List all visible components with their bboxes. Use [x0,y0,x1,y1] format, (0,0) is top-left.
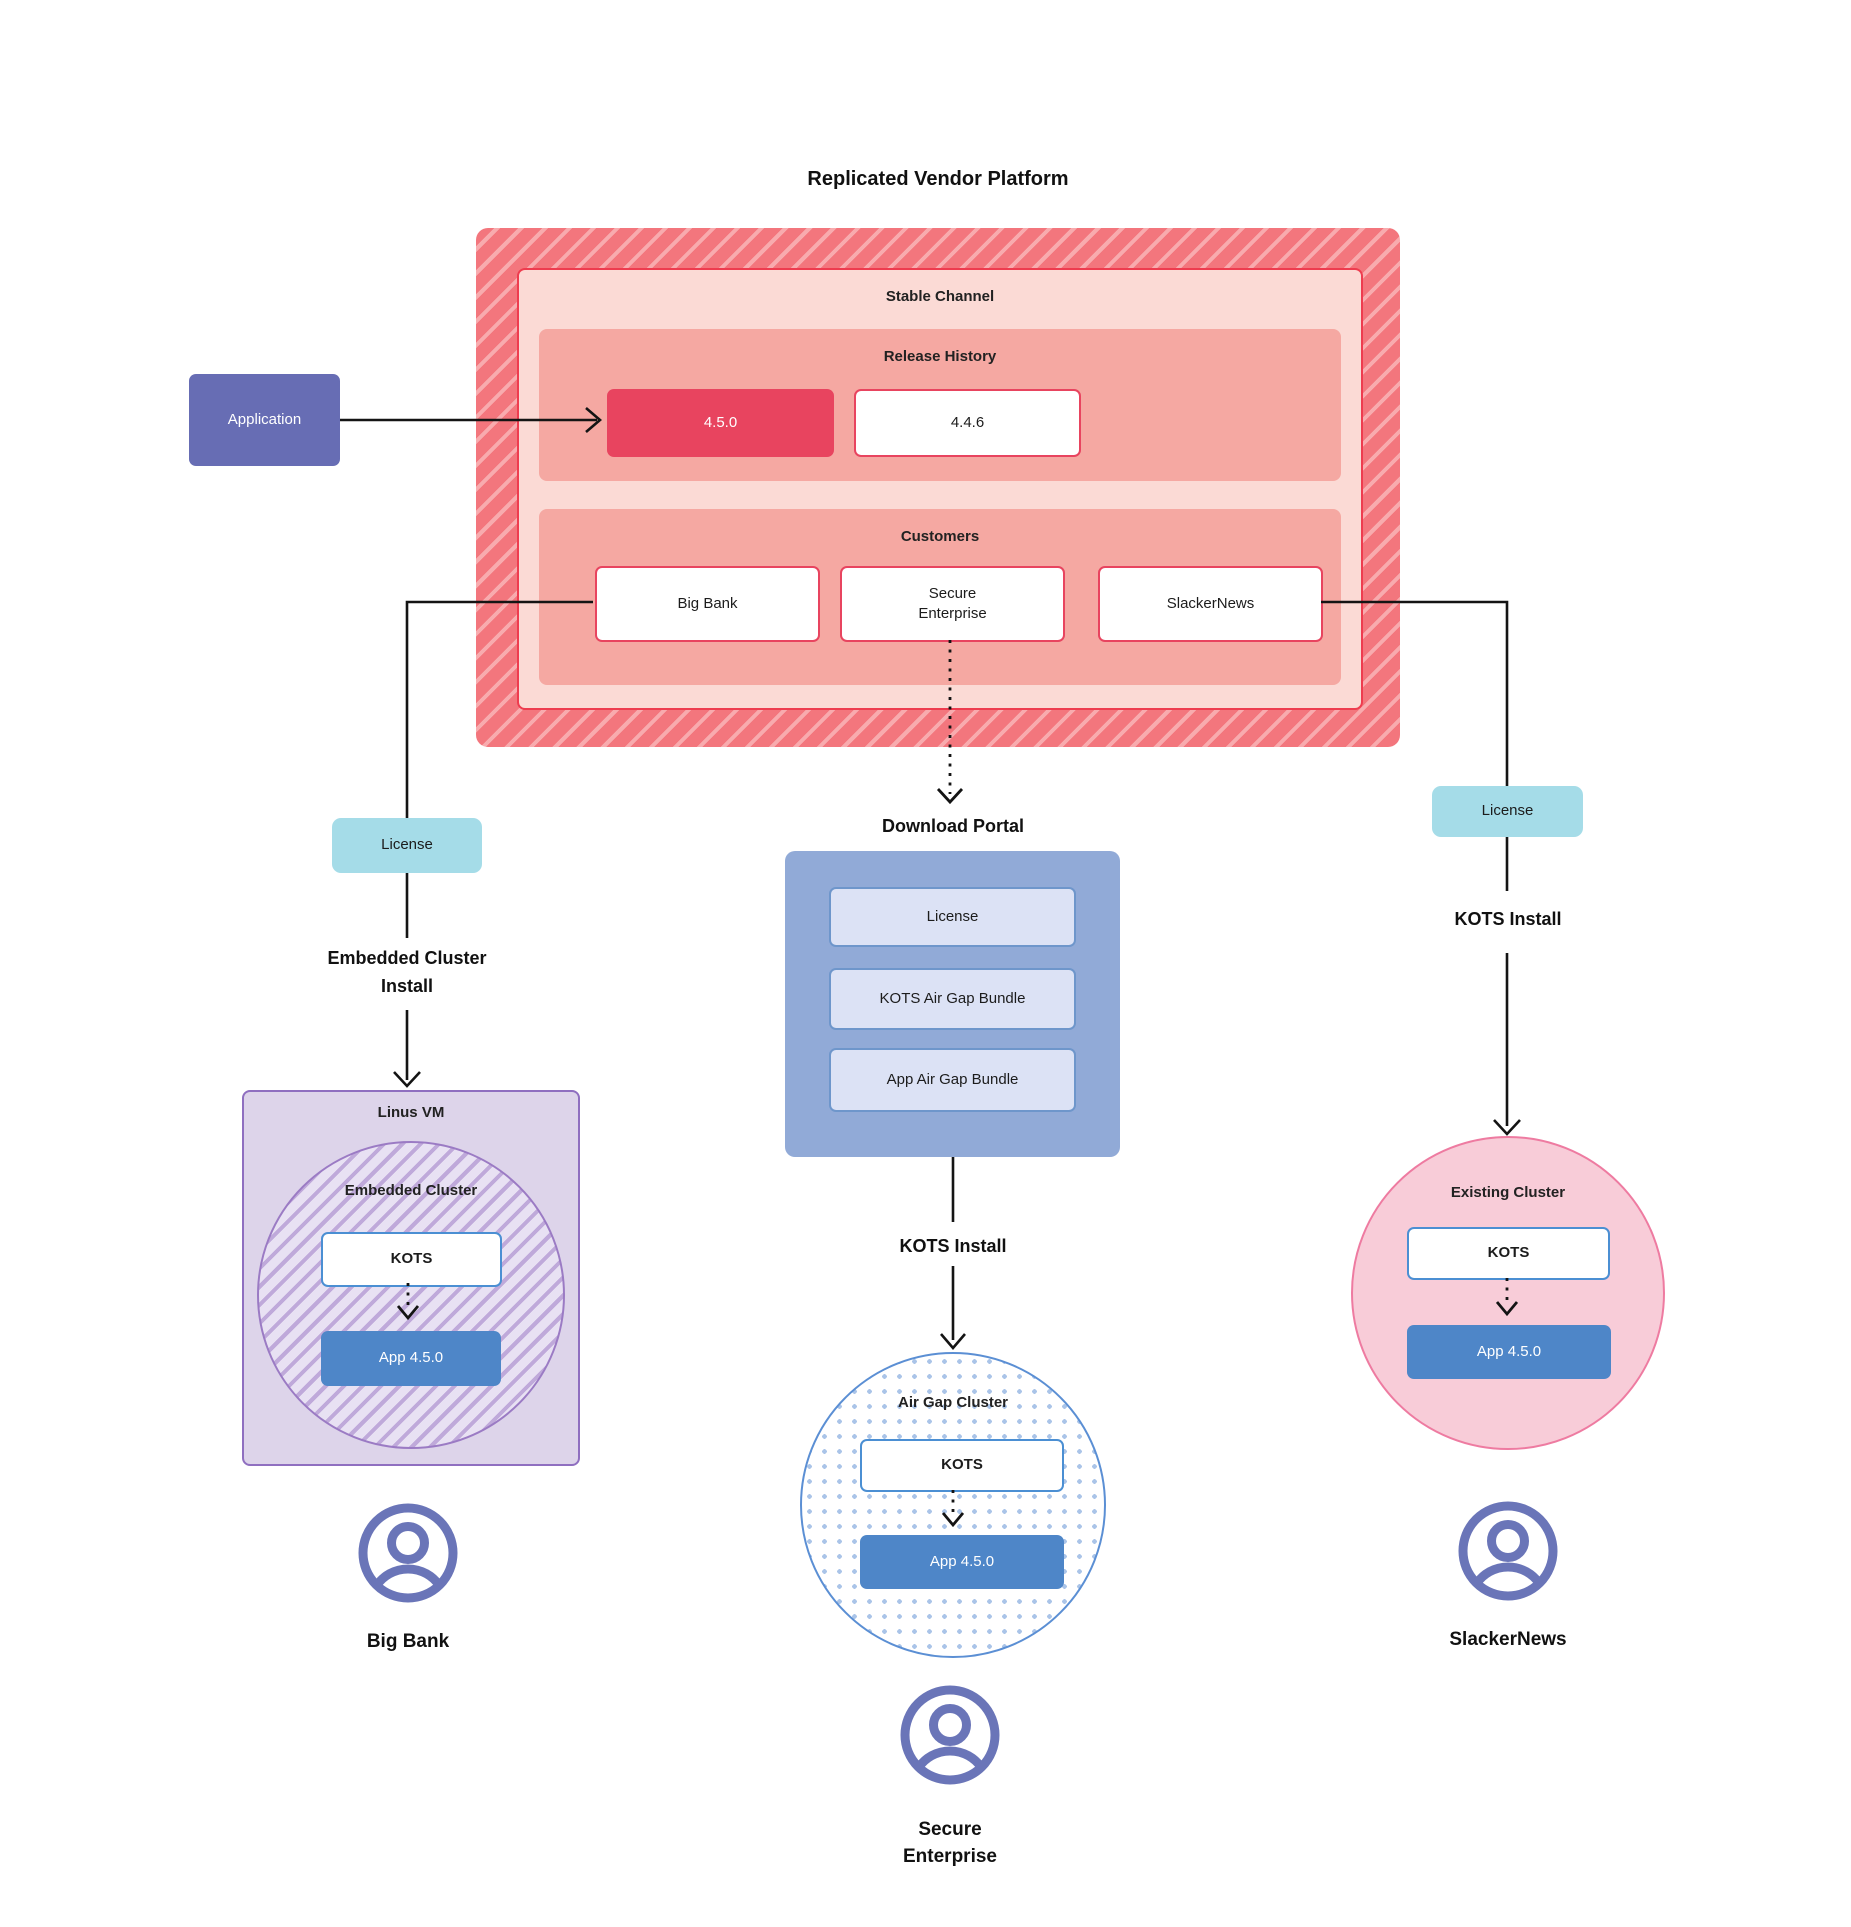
existing-cluster-label: Existing Cluster [1450,1184,1566,1201]
kots-install-caption-middle: KOTS Install [899,1236,1007,1256]
download-portal-caption: Download Portal [881,816,1024,836]
customer-big-bank-node: Big Bank [595,566,820,642]
customer-secure-enterprise-line2: Enterprise [918,605,987,622]
kots-node-middle: KOTS [860,1439,1064,1492]
linus-vm-box: Linus VM Embedded Cluster KOTS App 4.5.0 [242,1090,580,1466]
app-node-middle: App 4.5.0 [860,1535,1064,1589]
embedded-cluster-circle: Embedded Cluster KOTS App 4.5.0 [257,1141,565,1449]
embedded-cluster-label: Embedded Cluster [344,1182,478,1199]
arrowhead-icon [1493,1119,1521,1136]
embedded-cluster-install-caption: Embedded Cluster Install [247,944,567,1000]
license-node-right: License [1432,786,1583,837]
user-icon [358,1503,458,1603]
portal-license-node: License [829,887,1076,947]
arrowhead-icon [393,1071,421,1088]
stable-channel-box: Stable Channel Release History 4.5.0 4.4… [517,268,1363,710]
release-450-node: 4.5.0 [607,389,834,457]
app-node-left: App 4.5.0 [321,1331,501,1386]
portal-kots-bundle-node: KOTS Air Gap Bundle [829,968,1076,1030]
portal-app-bundle-node: App Air Gap Bundle [829,1048,1076,1112]
license-node-left: License [332,818,482,873]
persona-label-secure-line2: Enterprise [903,1846,997,1867]
release-history-label: Release History [883,348,997,365]
arrowhead-icon [940,1333,966,1350]
download-portal-box: License KOTS Air Gap Bundle App Air Gap … [785,851,1120,1157]
embedded-cluster-install-caption-line2: Install [380,976,433,996]
release-446-node: 4.4.6 [854,389,1081,457]
app-node-right: App 4.5.0 [1407,1325,1611,1379]
release-history-box: Release History 4.5.0 4.4.6 [539,329,1341,481]
air-gap-cluster-circle: Air Gap Cluster KOTS App 4.5.0 [800,1352,1106,1658]
kots-node-right: KOTS [1407,1227,1610,1280]
persona-label-secure-line1: Secure [918,1819,982,1840]
embedded-cluster-install-caption-line1: Embedded Cluster [327,948,487,968]
persona-label-secure-enterprise: Secure Enterprise [850,1816,1050,1870]
user-icon [1458,1501,1558,1601]
customer-secure-enterprise-line1: Secure [928,584,977,602]
customers-box: Customers Big Bank Secure Enterprise Sla… [539,509,1341,685]
customer-slackernews-node: SlackerNews [1098,566,1323,642]
customers-label: Customers [900,528,980,545]
vendor-platform-box: Stable Channel Release History 4.5.0 4.4… [476,228,1400,747]
persona-label-big-bank: Big Bank [366,1631,450,1652]
arrowhead-icon [936,788,964,805]
stable-channel-label: Stable Channel [885,288,995,305]
existing-cluster-circle: Existing Cluster KOTS App 4.5.0 [1351,1136,1665,1450]
customer-secure-enterprise-node: Secure Enterprise [840,566,1065,642]
user-icon [900,1685,1000,1785]
persona-label-slackernews: SlackerNews [1449,1629,1567,1650]
kots-install-caption-right: KOTS Install [1454,909,1562,929]
kots-node-left: KOTS [321,1232,502,1287]
page-title: Replicated Vendor Platform [807,168,1069,190]
application-node: Application [189,374,340,466]
linus-vm-label: Linus VM [377,1104,445,1121]
air-gap-cluster-label: Air Gap Cluster [897,1394,1009,1411]
